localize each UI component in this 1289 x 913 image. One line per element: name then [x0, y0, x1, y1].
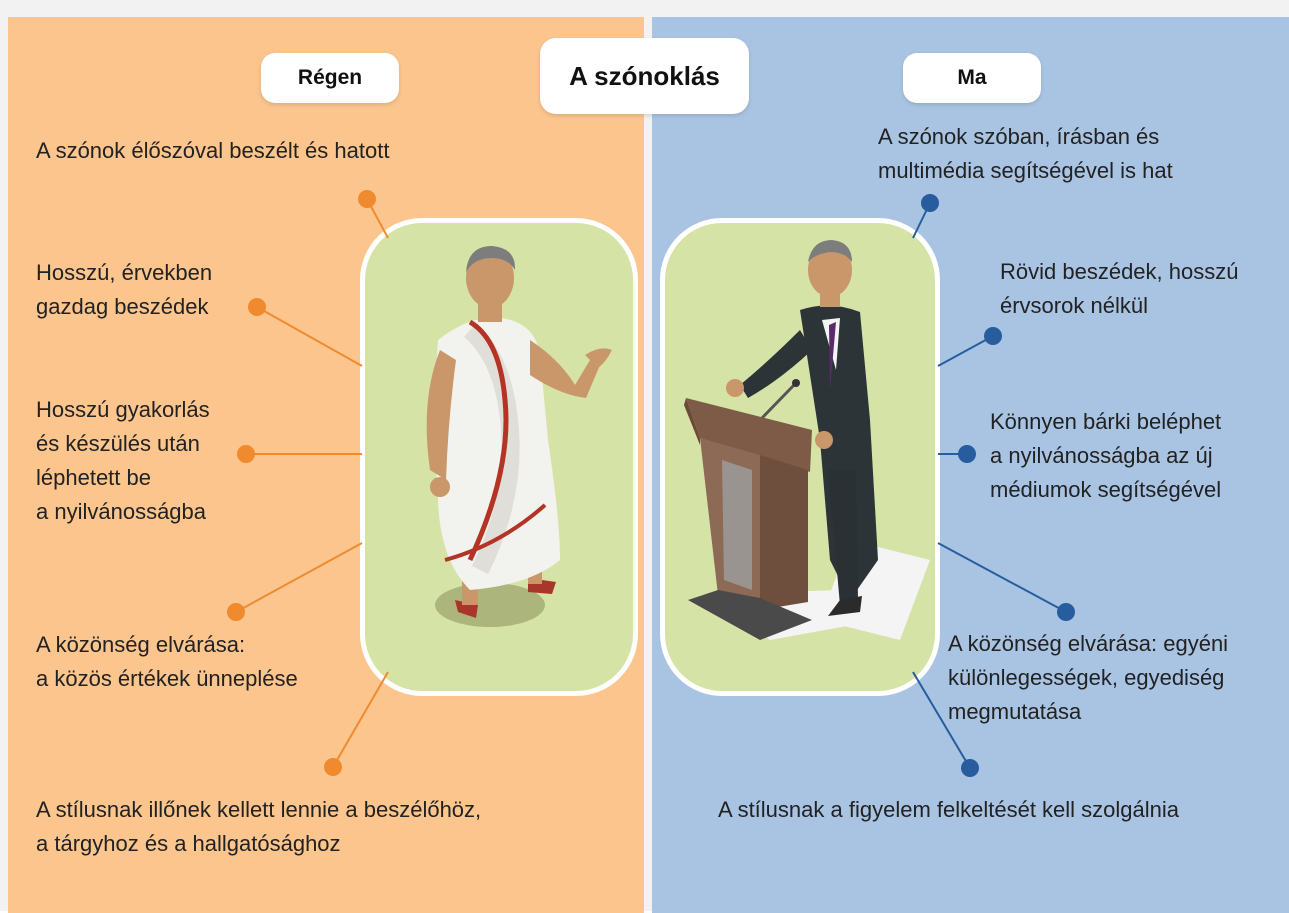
right-item-4: A közönség elvárása: egyéni különlegessé…: [948, 631, 1229, 724]
left-item-1: A szónok élőszóval beszélt és hatott: [36, 138, 390, 163]
dot-right-3: [958, 445, 976, 463]
modern-speaker-icon: [684, 240, 930, 640]
dot-left-5: [324, 758, 342, 776]
page-title: A szónoklás: [540, 38, 749, 114]
left-item-4: A közönség elvárása: a közös értékek ünn…: [36, 632, 298, 691]
dot-left-3: [237, 445, 255, 463]
dot-right-1: [921, 194, 939, 212]
roman-orator-icon: [426, 246, 612, 627]
dot-left-2: [248, 298, 266, 316]
left-item-3: Hosszú gyakorlás és készülés után léphet…: [36, 397, 210, 524]
dot-right-2: [984, 327, 1002, 345]
right-item-1: A szónok szóban, írásban és multimédia s…: [878, 124, 1173, 183]
label-ma: Ma: [903, 53, 1041, 103]
dot-left-4: [227, 603, 245, 621]
label-regen: Régen: [261, 53, 399, 103]
dot-left-1: [358, 190, 376, 208]
dot-right-5: [961, 759, 979, 777]
left-item-2: Hosszú, érvekben gazdag beszédek: [36, 260, 213, 319]
left-item-5: A stílusnak illőnek kellett lennie a bes…: [36, 797, 482, 856]
dot-right-4: [1057, 603, 1075, 621]
right-item-3: Könnyen bárki beléphet a nyilvánosságba …: [990, 409, 1222, 502]
right-item-2: Rövid beszédek, hosszú érvsorok nélkül: [1000, 259, 1239, 318]
right-item-5: A stílusnak a figyelem felkeltését kell …: [718, 797, 1180, 822]
